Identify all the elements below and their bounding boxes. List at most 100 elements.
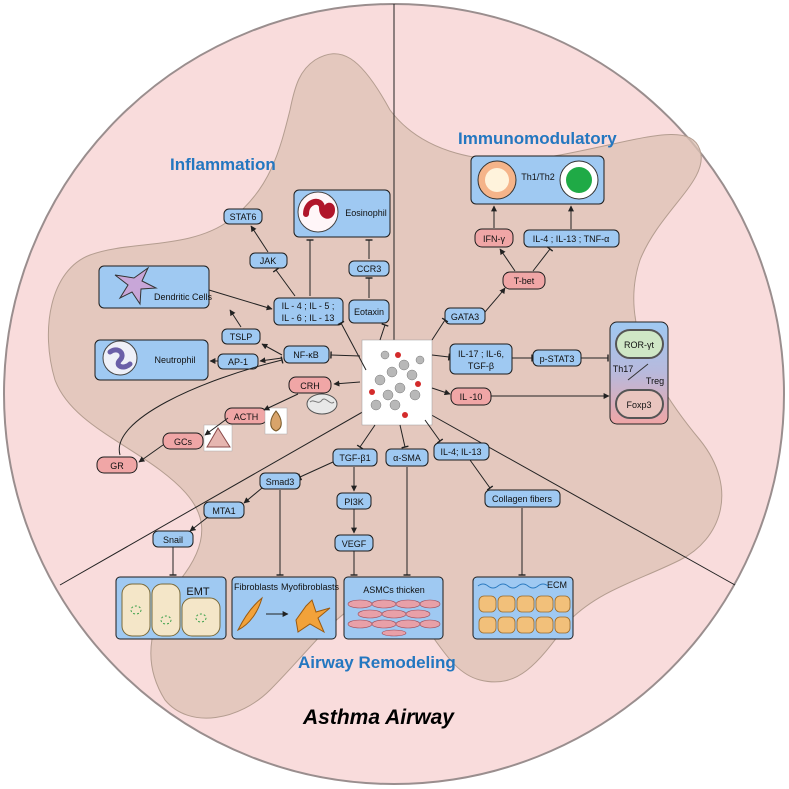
- node-neutrophil: Neutrophil: [94, 339, 209, 381]
- svg-text:p-STAT3: p-STAT3: [540, 354, 575, 364]
- section-title-remodeling: Airway Remodeling: [298, 653, 456, 672]
- svg-text:Eosinophil: Eosinophil: [345, 208, 387, 218]
- svg-text:EMT: EMT: [186, 586, 210, 598]
- fibroblast-icon: [236, 596, 263, 632]
- node-il17-il6-tgfb: IL-17 ; IL-6, TGF-β: [449, 343, 513, 375]
- node-ifn-gamma: IFN-γ: [474, 228, 514, 248]
- panel-fibroblasts: Fibroblasts Myofibroblasts: [231, 576, 340, 640]
- node-pi3k: PI3K: [336, 492, 372, 510]
- node-gcs: GCs: [162, 432, 204, 450]
- svg-text:Eotaxin: Eotaxin: [354, 307, 384, 317]
- svg-text:α-SMA: α-SMA: [393, 453, 421, 463]
- svg-text:IL -10: IL -10: [460, 392, 483, 402]
- node-tbet: T-bet: [502, 271, 546, 290]
- panel-emt: EMT: [115, 576, 227, 640]
- divider-left: [59, 393, 395, 586]
- node-jak: JAK: [249, 252, 288, 269]
- svg-text:TSLP: TSLP: [230, 332, 253, 342]
- panel-ecm: ECM: [472, 576, 574, 640]
- node-tgf-b1: TGF-β1: [332, 448, 378, 467]
- svg-text:IL-17 ; IL-6,: IL-17 ; IL-6,: [458, 349, 504, 359]
- svg-text:Myofibroblasts: Myofibroblasts: [281, 582, 340, 592]
- myofibroblast-icon: [295, 599, 331, 634]
- svg-text:T-bet: T-bet: [514, 276, 535, 286]
- svg-text:Collagen fibers: Collagen fibers: [492, 494, 553, 504]
- svg-text:PI3K: PI3K: [344, 497, 364, 507]
- svg-text:JAK: JAK: [260, 256, 277, 266]
- node-ccr3: CCR3: [348, 260, 390, 277]
- node-il-4-13-tnf: IL-4 ; IL-13 ; TNF-α: [523, 229, 620, 248]
- node-mta1: MTA1: [203, 501, 245, 519]
- svg-text:IL-4 ; IL-13 ; TNF-α: IL-4 ; IL-13 ; TNF-α: [533, 234, 610, 244]
- svg-text:Fibroblasts: Fibroblasts: [234, 582, 279, 592]
- node-il-4-5-6-13: IL - 4 ; IL - 5 ; IL - 6 ; IL - 13: [273, 297, 344, 326]
- svg-text:Dendritic Cells: Dendritic Cells: [154, 292, 213, 302]
- svg-text:Th17: Th17: [613, 364, 634, 374]
- svg-text:Smad3: Smad3: [266, 477, 295, 487]
- svg-text:CRH: CRH: [300, 381, 320, 391]
- section-title-immunomodulatory: Immunomodulatory: [458, 129, 617, 148]
- panel-asmcs: ASMCs thicken: [343, 576, 444, 640]
- svg-text:ECM: ECM: [547, 580, 567, 590]
- svg-text:IL - 4 ; IL - 5 ;: IL - 4 ; IL - 5 ;: [282, 301, 335, 311]
- main-title: Asthma Airway: [302, 706, 455, 729]
- svg-text:ASMCs thicken: ASMCs thicken: [363, 585, 425, 595]
- dendritic-cell-icon: [114, 266, 158, 306]
- node-dendritic-cells: Dendritic Cells: [98, 265, 213, 309]
- svg-text:TGF-β: TGF-β: [468, 361, 494, 371]
- node-gata3: GATA3: [444, 307, 486, 325]
- svg-text:ROR-γt: ROR-γt: [624, 340, 654, 350]
- svg-text:STAT6: STAT6: [230, 212, 257, 222]
- svg-text:Neutrophil: Neutrophil: [154, 355, 195, 365]
- neutrophil-cell-icon: [102, 340, 138, 376]
- svg-text:IL - 6 ; IL - 13: IL - 6 ; IL - 13: [282, 313, 335, 323]
- node-th17-treg: ROR-γt Th17 Treg Foxp3: [609, 321, 669, 425]
- adrenal-icon: [203, 424, 233, 452]
- pituitary-icon: [264, 407, 288, 435]
- node-collagen-fibers: Collagen fibers: [484, 489, 561, 508]
- svg-text:NF-κB: NF-κB: [293, 350, 319, 360]
- brain-icon: [306, 393, 338, 415]
- svg-text:IFN-γ: IFN-γ: [483, 234, 505, 244]
- svg-text:Snail: Snail: [163, 535, 183, 545]
- smooth-muscle-icon: [347, 599, 441, 637]
- node-tslp: TSLP: [221, 328, 261, 345]
- svg-text:TGF-β1: TGF-β1: [339, 453, 370, 463]
- svg-text:AP-1: AP-1: [228, 357, 248, 367]
- node-eosinophil: Eosinophil: [293, 189, 391, 238]
- divider-right: [393, 393, 736, 586]
- node-il4-il13: IL-4; IL-13: [433, 442, 490, 461]
- section-title-inflammation: Inflammation: [170, 155, 276, 174]
- molecule-icon: [361, 339, 433, 426]
- node-eotaxin: Eotaxin: [348, 299, 390, 324]
- svg-text:IL-4; IL-13: IL-4; IL-13: [440, 447, 481, 457]
- eosinophil-cell-icon: [297, 191, 339, 233]
- ecm-cells-icon: [478, 595, 571, 634]
- node-stat6: STAT6: [223, 208, 263, 225]
- th-cell-icon: [477, 160, 599, 200]
- svg-text:Th1/Th2: Th1/Th2: [521, 172, 555, 182]
- node-snail: Snail: [152, 530, 194, 548]
- svg-text:VEGF: VEGF: [342, 539, 367, 549]
- node-smad3: Smad3: [259, 472, 301, 490]
- svg-text:MTA1: MTA1: [212, 506, 235, 516]
- node-ap1: AP-1: [217, 353, 259, 370]
- inflammation-edges: [118, 225, 389, 463]
- svg-text:ACTH: ACTH: [234, 412, 259, 422]
- node-p-stat3: p-STAT3: [532, 349, 582, 367]
- node-crh: CRH: [288, 376, 332, 394]
- remodeling-edges: [169, 419, 526, 576]
- node-acth: ACTH: [224, 407, 268, 425]
- svg-text:Foxp3: Foxp3: [626, 400, 651, 410]
- svg-text:GR: GR: [110, 461, 124, 471]
- node-a-sma: α-SMA: [385, 448, 429, 467]
- svg-text:GCs: GCs: [174, 437, 193, 447]
- node-th1-th2: Th1/Th2: [470, 155, 605, 205]
- epithelial-cells-icon: [121, 583, 221, 637]
- svg-text:Treg: Treg: [646, 376, 664, 386]
- svg-text:GATA3: GATA3: [451, 312, 479, 322]
- node-nfkb: NF-κB: [283, 345, 330, 364]
- svg-text:CCR3: CCR3: [357, 264, 382, 274]
